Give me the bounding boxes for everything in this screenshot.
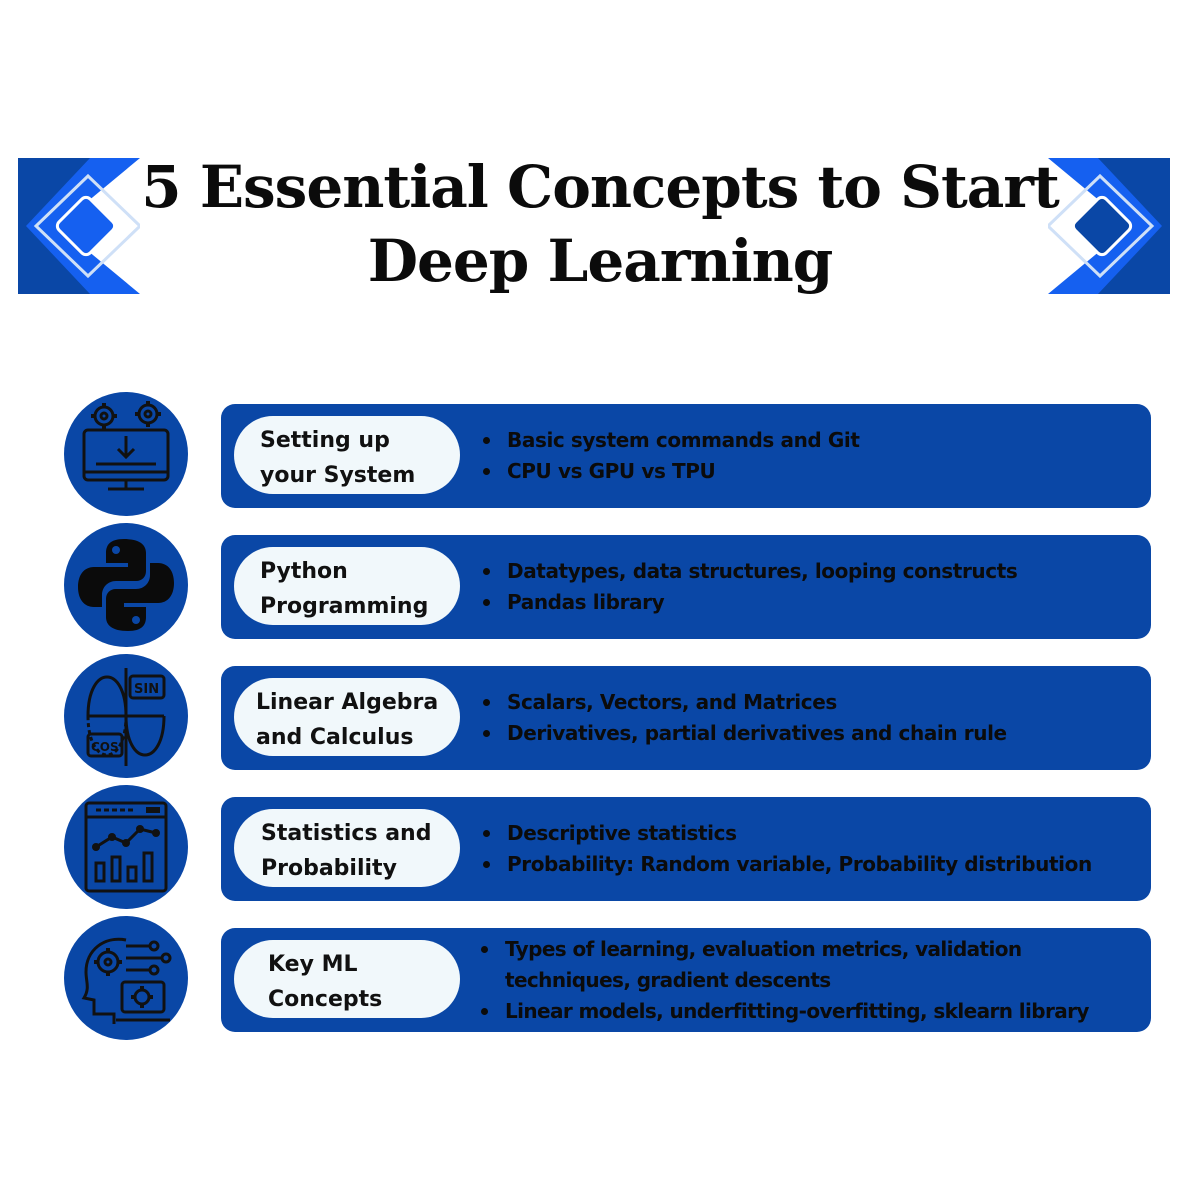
gear-monitor-download-icon: [64, 392, 188, 516]
concept-row-statistics: Statistics and Probability Descriptive s…: [0, 785, 1200, 909]
concept-card: Key ML Concepts Types of learning, evalu…: [221, 928, 1151, 1032]
concept-label-line1: Python: [260, 559, 348, 584]
concept-bullet-list: Descriptive statistics Probability: Rand…: [483, 797, 1143, 901]
concept-label-line2: your System: [260, 463, 416, 488]
bullet-item: Basic system commands and Git: [483, 425, 1143, 456]
concept-label: Linear Algebra and Calculus: [234, 678, 460, 756]
bullet-item: Types of learning, evaluation metrics, v…: [481, 934, 1149, 996]
concept-label-line2: Probability: [261, 856, 397, 881]
concept-label-line1: Key ML: [268, 952, 358, 977]
concept-bullet-list: Types of learning, evaluation metrics, v…: [481, 928, 1149, 1032]
concept-label-line1: Statistics and: [261, 821, 432, 846]
bullet-item: Probability: Random variable, Probabilit…: [483, 849, 1143, 880]
concept-label-line1: Setting up: [260, 428, 390, 453]
concept-row-python: Python Programming Datatypes, data struc…: [0, 523, 1200, 647]
bullet-item: CPU vs GPU vs TPU: [483, 456, 1143, 487]
concept-label-line2: and Calculus: [256, 725, 414, 750]
concept-bullet-list: Scalars, Vectors, and Matrices Derivativ…: [483, 666, 1143, 770]
concept-card: Statistics and Probability Descriptive s…: [221, 797, 1151, 901]
statistics-dashboard-icon: [64, 785, 188, 909]
bullet-item: Datatypes, data structures, looping cons…: [483, 556, 1143, 587]
page-title-line1: 5 Essential Concepts to Start: [141, 153, 1059, 221]
bullet-item: Derivatives, partial derivatives and cha…: [483, 718, 1143, 749]
concept-label-line2: Concepts: [268, 987, 383, 1012]
concept-bullet-list: Datatypes, data structures, looping cons…: [483, 535, 1143, 639]
bullet-item: Linear models, underfitting-overfitting,…: [481, 996, 1149, 1027]
concept-card: Setting up your System Basic system comm…: [221, 404, 1151, 508]
sin-cos-graph-icon: SIN COS: [64, 654, 188, 778]
concept-label: Statistics and Probability: [234, 809, 460, 887]
ai-head-gears-icon: [64, 916, 188, 1040]
concept-card: Linear Algebra and Calculus Scalars, Vec…: [221, 666, 1151, 770]
python-logo-icon: [64, 523, 188, 647]
concept-label-line1: Linear Algebra: [256, 690, 439, 715]
concept-row-ml: Key ML Concepts Types of learning, evalu…: [0, 916, 1200, 1040]
concept-bullet-list: Basic system commands and Git CPU vs GPU…: [483, 404, 1143, 508]
concept-label: Setting up your System: [234, 416, 460, 494]
sin-label: SIN: [134, 682, 159, 697]
concept-label: Python Programming: [234, 547, 460, 625]
bullet-item: Scalars, Vectors, and Matrices: [483, 687, 1143, 718]
concept-card: Python Programming Datatypes, data struc…: [221, 535, 1151, 639]
page-title: 5 Essential Concepts to Start Deep Learn…: [140, 150, 1060, 298]
concept-label: Key ML Concepts: [234, 940, 460, 1018]
concept-row-math: SIN COS Linear Algebra and Calculus Scal…: [0, 654, 1200, 778]
right-decoration-icon: [1045, 158, 1170, 294]
bullet-item: Pandas library: [483, 587, 1143, 618]
concept-row-system: Setting up your System Basic system comm…: [0, 392, 1200, 516]
left-decoration-icon: [18, 158, 143, 294]
bullet-item: Descriptive statistics: [483, 818, 1143, 849]
cos-label: COS: [91, 740, 119, 754]
concept-label-line2: Programming: [260, 594, 429, 619]
page-title-line2: Deep Learning: [367, 227, 834, 295]
